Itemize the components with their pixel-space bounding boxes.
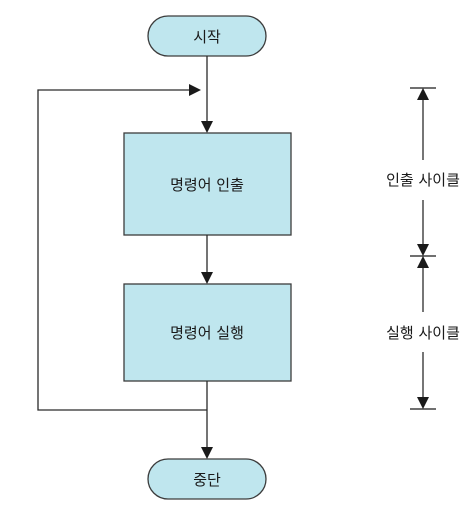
fetch-cycle-bracket: 인출 사이클 — [386, 87, 460, 256]
execute-label: 명령어 실행 — [170, 324, 244, 342]
start-node: 시작 — [147, 15, 267, 57]
fetch-cycle-label: 인출 사이클 — [386, 171, 460, 189]
stop-node: 중단 — [147, 458, 267, 500]
fetch-cycle-down-arrowhead — [417, 244, 429, 256]
stop-terminal-shape — [147, 458, 267, 500]
fetch-cycle-up-arrowhead — [417, 88, 429, 100]
execute-cycle-bracket: 실행 사이클 — [386, 256, 460, 410]
loop-back-line — [37, 89, 207, 411]
execute-cycle-label: 실행 사이클 — [386, 324, 460, 342]
execute-cycle-up-arrowhead — [417, 256, 429, 268]
fetch-node: 명령어 인출 — [123, 132, 292, 236]
fetch-label: 명령어 인출 — [170, 176, 244, 194]
fetch-process-shape — [123, 132, 292, 236]
execute-cycle-down-arrowhead — [417, 397, 429, 409]
stop-label: 중단 — [193, 471, 221, 489]
arrowhead-loop-back — [189, 84, 201, 96]
arrowhead-fetch-to-execute — [201, 272, 213, 284]
arrowhead-execute-to-stop — [201, 447, 213, 459]
arrowhead-start-to-fetch — [201, 121, 213, 133]
execute-node: 명령어 실행 — [123, 283, 292, 382]
start-label: 시작 — [193, 28, 221, 46]
